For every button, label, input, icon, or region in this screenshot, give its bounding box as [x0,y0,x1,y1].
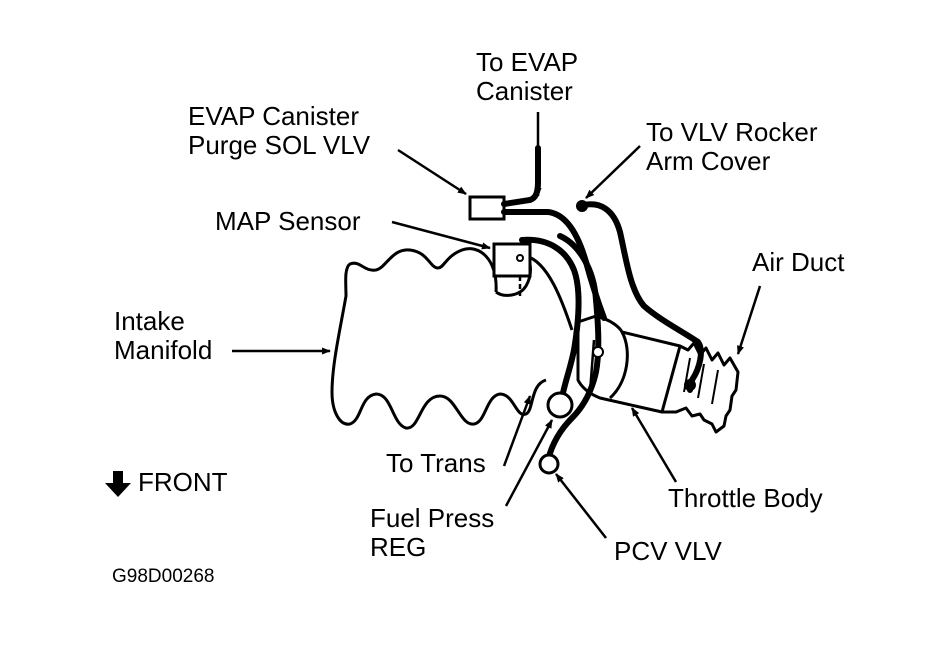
label-to-evap-canister: To EVAP Canister [476,47,579,106]
label-intake-manifold: Intake Manifold [114,306,213,365]
leader-fuel-press-reg [504,419,554,507]
label-front: FRONT [138,467,228,497]
label-to-trans: To Trans [386,448,486,478]
pcv-valve [538,453,560,475]
throttle-body-face [608,331,629,400]
front-arrow-icon [105,471,131,497]
leader-to-vlv-rocker [585,145,641,199]
rocker-hose-end [576,200,588,212]
evap-purge-valve-body [468,195,506,221]
leader-pcv-vlv [555,473,607,539]
map-sensor-body [492,242,532,278]
label-to-vlv-rocker-arm-cover: To VLV Rocker Arm Cover [646,117,818,176]
air-duct-outline [662,341,740,434]
leader-air-duct [736,285,762,355]
label-map-sensor: MAP Sensor [215,206,361,236]
hose-connector [592,346,604,358]
label-pcv-vlv: PCV VLV [614,536,722,566]
leader-evap-purge-valve [397,148,467,196]
map-sensor-port [516,254,524,262]
leader-throttle-body [630,407,678,483]
label-fuel-press-reg: Fuel Press REG [370,503,495,562]
leader-to-trans [502,395,532,467]
fuel-press-regulator [546,391,574,419]
manifold-right-edge [525,254,574,331]
throttle-body-outline [576,314,682,414]
label-evap-purge-valve: EVAP Canister Purge SOL VLV [188,101,371,160]
leader-map-sensor [391,220,491,250]
air-duct-hose-end [684,379,696,391]
label-throttle-body: Throttle Body [668,483,823,513]
hose-pcv [545,233,602,463]
label-air-duct: Air Duct [752,247,845,277]
intake-manifold-outline [330,247,547,430]
figure-code: G98D00268 [112,566,215,587]
hose-to-evap-canister [501,145,541,207]
hose-map-to-fuel-reg [519,236,582,401]
